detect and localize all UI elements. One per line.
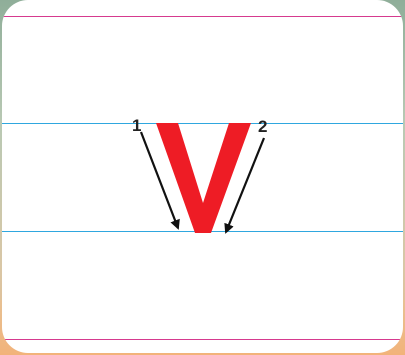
letter-v-shape bbox=[156, 123, 251, 233]
stroke-1-number: 1 bbox=[132, 116, 141, 135]
stroke-2-number: 2 bbox=[258, 117, 267, 136]
